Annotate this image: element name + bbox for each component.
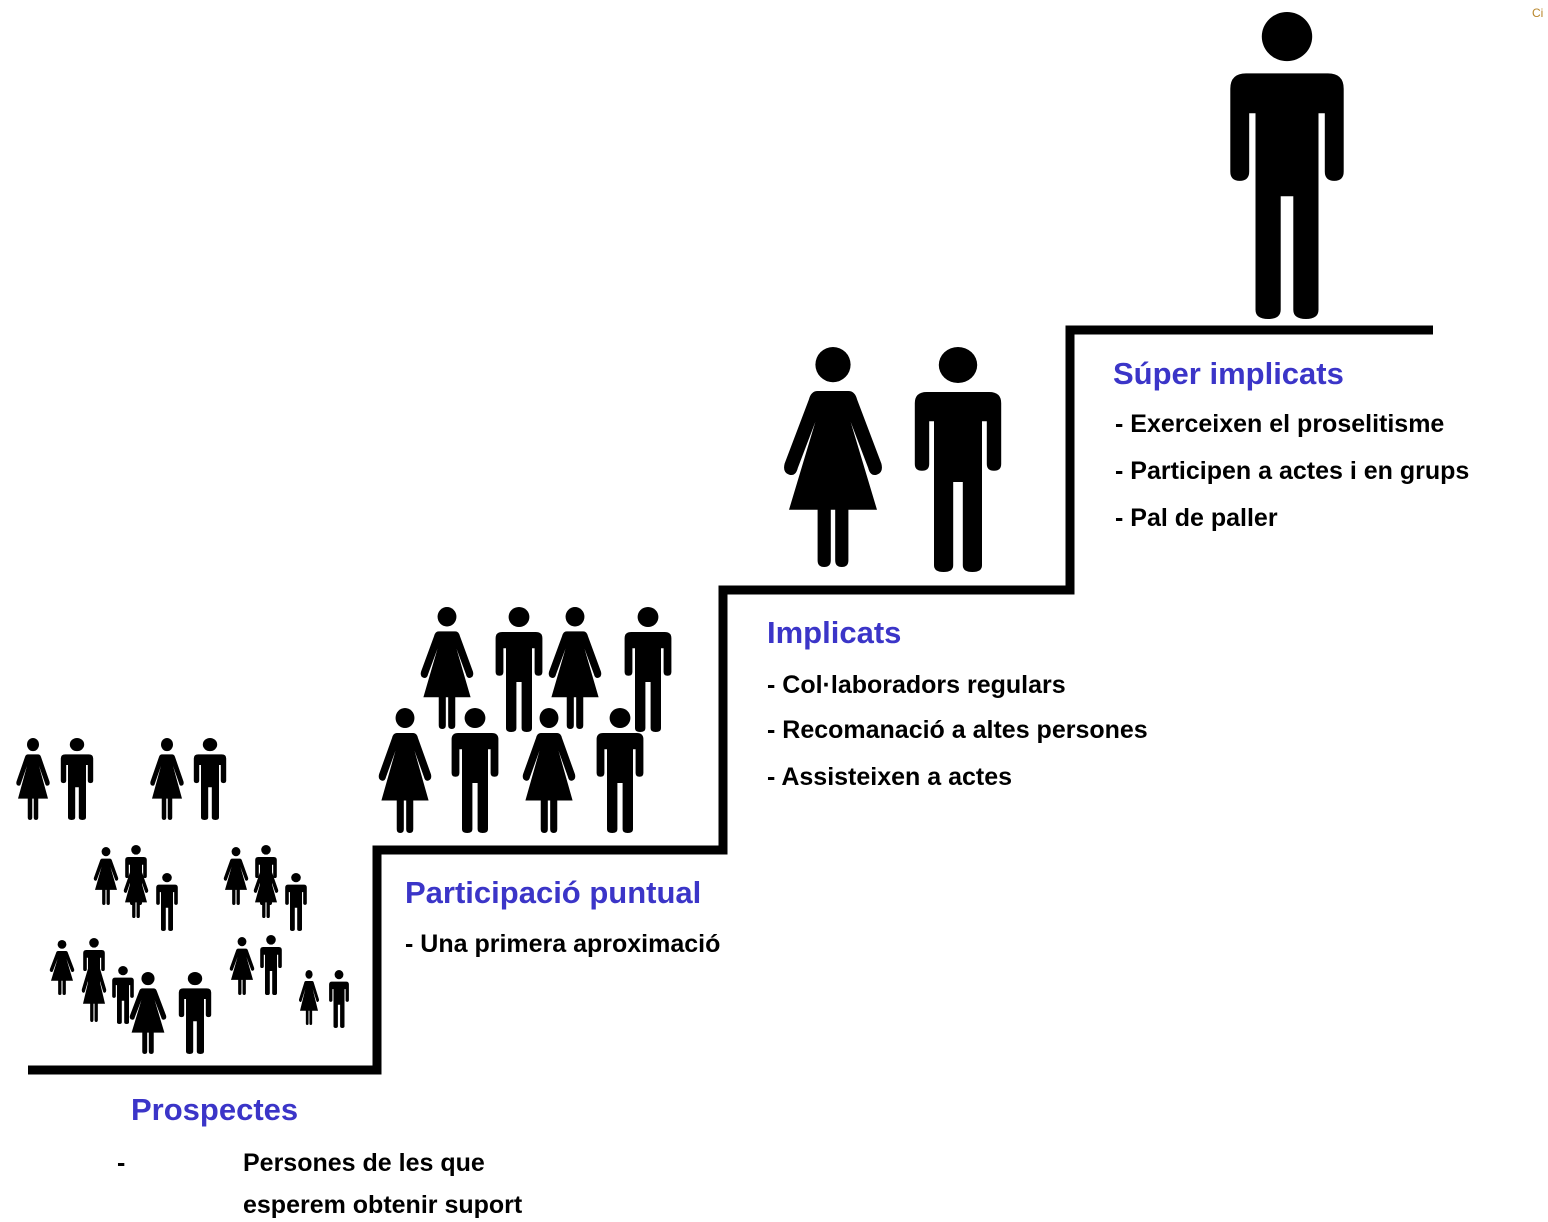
implicats-figures [784,347,1002,572]
super-implicats-figures [1230,12,1344,319]
stage-bullet: - Una primera aproximació [405,930,721,958]
man-icon [914,347,1002,572]
corner-text: Ci [1532,6,1544,20]
woman-icon [93,847,119,905]
woman-icon [420,607,474,729]
woman-icon [129,972,167,1054]
stage-bullet: - Participen a actes i en grups [1115,457,1470,485]
man-icon [1230,12,1344,319]
stage-title: Implicats [767,615,902,650]
staircase-line [28,325,1433,1075]
stage-bullet: - Pal de paller [1115,504,1278,532]
man-icon [260,935,282,995]
man-icon [285,873,307,931]
participacio-figures [378,607,672,833]
man-icon [451,708,499,833]
man-icon [156,873,178,931]
man-icon [178,972,212,1054]
woman-icon [784,347,882,567]
stage-title: Súper implicats [1113,356,1344,391]
man-icon [329,970,349,1028]
woman-icon [49,940,75,995]
stage-bullet: - [117,1149,126,1177]
woman-icon [16,738,50,820]
stage-bullet: - Assisteixen a actes [767,763,1013,791]
stage-bullet: Persones de les que [243,1149,485,1177]
stage-title: Prospectes [131,1092,299,1127]
woman-icon [548,607,602,729]
woman-icon [378,708,432,833]
woman-icon [150,738,184,820]
man-icon [60,738,94,820]
stage-bullet: - Recomanació a altes persones [767,716,1148,744]
man-icon [193,738,227,820]
woman-icon [298,970,320,1025]
woman-icon [223,847,249,905]
woman-icon [229,937,255,995]
man-icon [495,607,543,732]
stage-bullet: - Col·laboradors regulars [767,671,1066,699]
prospectes-figures [16,738,349,1054]
stage-title: Participació puntual [405,875,702,910]
man-icon [624,607,672,732]
stage-bullet: esperem obtenir suport [243,1191,523,1219]
stage-bullet: - Exerceixen el proselitisme [1115,410,1445,438]
